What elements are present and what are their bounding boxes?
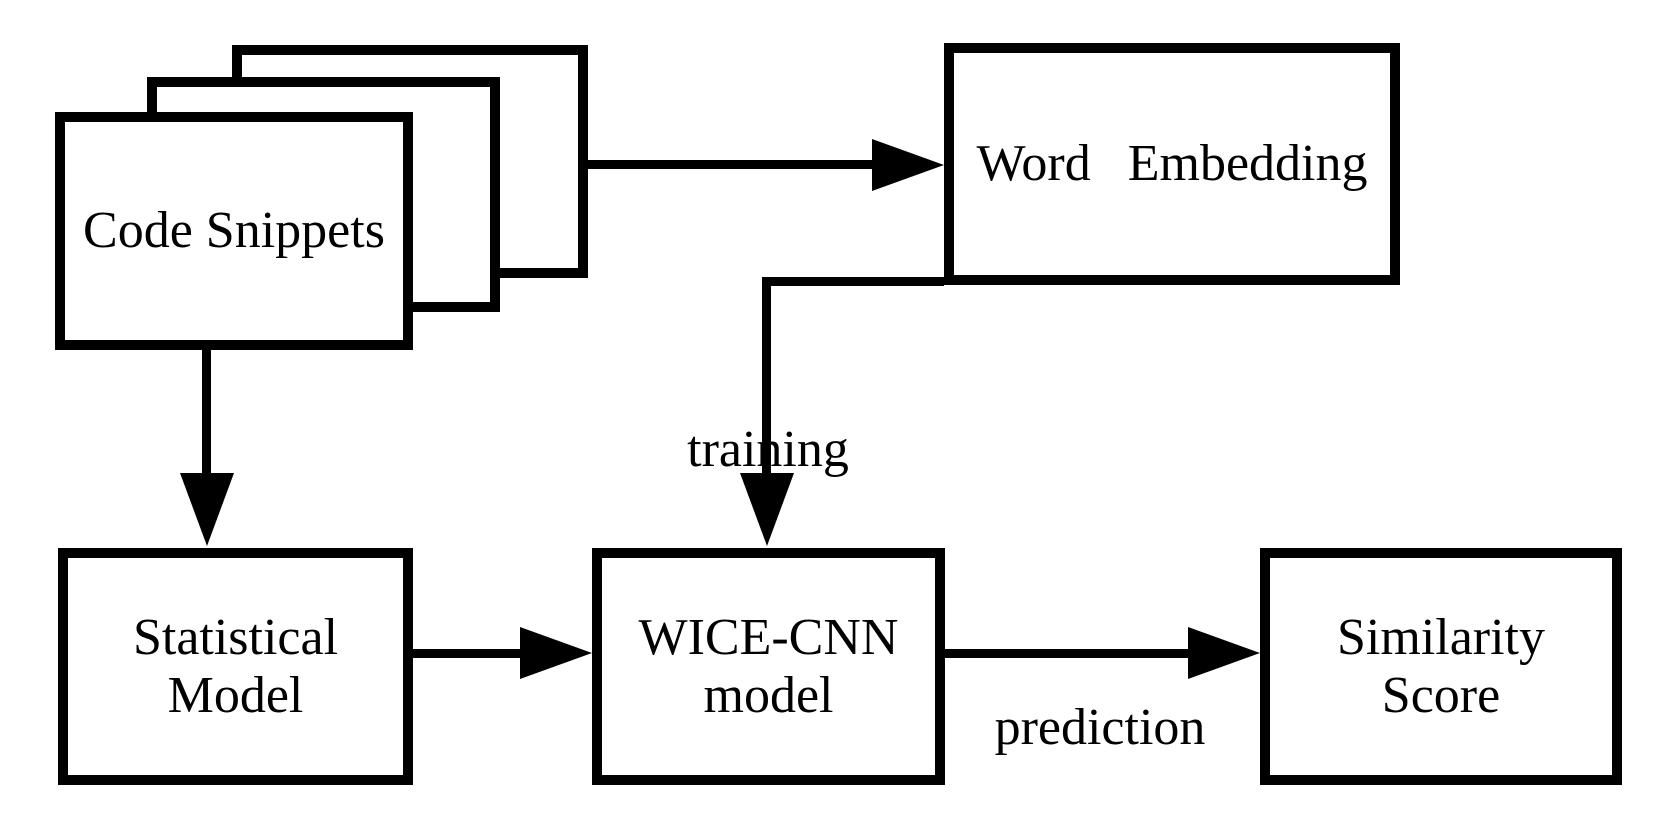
statistical-model-label-line-1: Statistical [132, 608, 339, 666]
similarity-score-label: Similarity Score [1337, 609, 1545, 725]
statistical-model-label-line-2: Model [167, 666, 304, 724]
arrow-code-snippets-to-word-embedding-head-icon [872, 139, 944, 191]
arrow-wice-cnn-to-similarity-score-line [945, 649, 1188, 658]
statistical-model-node: Statistical Model [58, 548, 413, 785]
word-embedding-label: Word Embedding [976, 135, 1368, 192]
word-embedding-node: Word Embedding [944, 43, 1400, 285]
statistical-model-label: Statistical Model [133, 609, 338, 725]
wice-cnn-model-label-line-2: model [703, 666, 834, 724]
arrow-word-embedding-to-wice-cnn-horizontal-line [762, 277, 944, 286]
arrow-code-snippets-to-word-embedding-line [583, 160, 875, 169]
wice-cnn-model-node: WICE-CNN model [592, 548, 945, 785]
prediction-edge-label: prediction [994, 699, 1206, 756]
wice-cnn-model-label-line-1: WICE-CNN [638, 608, 899, 666]
wice-cnn-model-label: WICE-CNN model [639, 609, 899, 725]
arrow-statistical-model-to-wice-cnn-line [413, 649, 523, 658]
arrow-code-snippets-to-statistical-model-head-icon [180, 473, 234, 546]
arrow-word-embedding-to-wice-cnn-vertical-line [762, 277, 771, 473]
similarity-score-label-line-1: Similarity [1337, 608, 1545, 666]
arrow-wice-cnn-to-similarity-score-head-icon [1188, 627, 1260, 679]
code-snippets-label: Code Snippets [83, 202, 385, 259]
code-snippets-node: Code Snippets [55, 112, 413, 350]
arrow-statistical-model-to-wice-cnn-head-icon [520, 627, 592, 679]
similarity-score-node: Similarity Score [1260, 548, 1622, 785]
training-edge-label: training [687, 421, 849, 478]
arrow-code-snippets-to-statistical-model-line [202, 350, 211, 475]
arrow-word-embedding-to-wice-cnn-head-icon [740, 473, 794, 546]
similarity-score-label-line-2: Score [1381, 666, 1501, 724]
